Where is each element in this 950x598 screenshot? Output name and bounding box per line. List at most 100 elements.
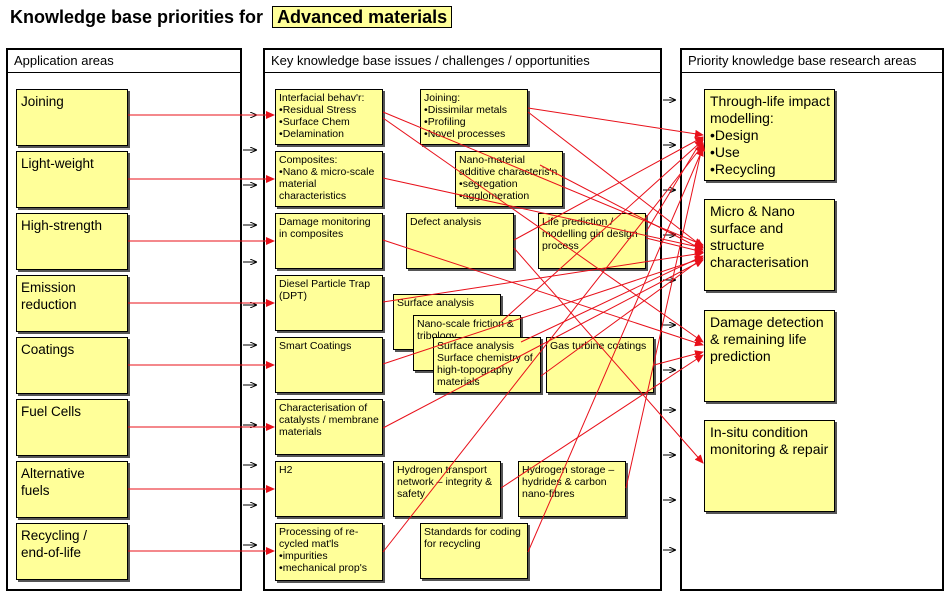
issue-bullet: Novel processes	[424, 128, 524, 140]
issue-bullet: Surface Chem	[279, 116, 379, 128]
application-note-fuel-cells: Fuel Cells	[16, 399, 128, 456]
issue-title: Composites:	[279, 154, 338, 166]
issue-note-joining: Joining: Dissimilar metals Profiling Nov…	[420, 89, 528, 145]
priority-title: Through-life impact	[710, 93, 830, 109]
application-areas-header: Application areas	[8, 50, 240, 73]
priority-line: Damage detection	[710, 314, 824, 330]
issue-note-catalysts: Characterisation of catalysts / membrane…	[275, 399, 383, 455]
issue-note-damage-monitoring: Damage monitoring in composites	[275, 213, 383, 269]
issue-bullet: Nano & micro-scale	[279, 166, 379, 178]
application-label: Light-weight	[21, 156, 94, 171]
issue-line: Defect analysis	[410, 216, 482, 228]
priority-line: prediction	[710, 348, 771, 364]
issue-note-hydrogen-transport: Hydrogen transport network – integrity &…	[393, 461, 501, 517]
issue-line: Surface chemistry of	[437, 352, 533, 364]
issue-bullet: Dissimilar metals	[424, 104, 524, 116]
application-label: Joining	[21, 94, 64, 109]
issue-line: (DPT)	[279, 290, 307, 302]
issue-note-smart-coatings: Smart Coatings	[275, 337, 383, 393]
priority-bullet: Design	[710, 127, 829, 144]
issue-note-standards: Standards for coding for recycling	[420, 523, 528, 579]
issue-line: Gas turbine coatings	[550, 340, 647, 352]
issue-line: Diesel Particle Trap	[279, 278, 371, 290]
issue-note-interfacial-behaviour: Interfacial behav'r: Residual Stress Sur…	[275, 89, 383, 145]
priority-line: & remaining life	[710, 331, 807, 347]
issue-line: Damage monitoring	[279, 216, 371, 228]
issue-title: Joining:	[424, 92, 461, 104]
priority-title: modelling:	[710, 110, 774, 126]
issue-note-processing-recycled: Processing of re- cycled mat'ls impuriti…	[275, 523, 383, 581]
issue-bullet: Profiling	[424, 116, 524, 128]
issue-note-hydrogen-storage: Hydrogen storage – hydrides & carbon nan…	[518, 461, 626, 517]
issue-line: Smart Coatings	[279, 340, 352, 352]
issue-line: process	[542, 240, 579, 252]
issue-bullet: Residual Stress	[279, 104, 379, 116]
title-highlight: Advanced materials	[272, 6, 453, 28]
issue-bullet: segregation	[459, 178, 559, 190]
application-label: Recycling /	[21, 528, 88, 543]
application-label: reduction	[21, 297, 77, 312]
issue-line: materials	[437, 376, 480, 388]
application-label: end-of-life	[21, 545, 82, 560]
issue-line: Surface analysis	[397, 297, 475, 309]
issue-line: hydrides & carbon	[522, 476, 607, 488]
issue-line: Life prediction /	[542, 216, 614, 228]
issue-line: Surface analysis	[437, 340, 515, 352]
issue-note-composites: Composites: Nano & micro-scale material …	[275, 151, 383, 207]
issue-note-diesel-particle-trap: Diesel Particle Trap (DPT)	[275, 275, 383, 331]
issue-line: in composites	[279, 228, 344, 240]
title-prefix: Knowledge base priorities for	[10, 7, 264, 27]
issue-line: materials	[279, 426, 322, 438]
priority-line: Micro & Nano	[710, 203, 795, 219]
issue-line: high-topography	[437, 364, 513, 376]
issue-note-gas-turbine-coatings: Gas turbine coatings	[546, 337, 654, 393]
application-label: fuels	[21, 483, 50, 498]
issue-line: modelling gin design	[542, 228, 638, 240]
application-label: High-strength	[21, 218, 103, 233]
application-note-light-weight: Light-weight	[16, 151, 128, 208]
issue-title: Interfacial behav'r:	[279, 92, 365, 104]
issue-title: Nano-material	[459, 154, 525, 166]
priority-note-damage-detection: Damage detection & remaining life predic…	[704, 310, 835, 402]
application-note-emission-reduction: Emission reduction	[16, 275, 128, 332]
issues-header: Key knowledge base issues / challenges /…	[265, 50, 660, 73]
issue-line: Standards for coding	[424, 526, 521, 538]
issue-line: catalysts / membrane	[279, 414, 379, 426]
priority-line: characterisation	[710, 254, 809, 270]
issue-line: Hydrogen storage –	[522, 464, 615, 476]
issue-note-life-prediction: Life prediction / modelling gin design p…	[538, 213, 646, 269]
application-label: Emission	[21, 280, 76, 295]
issue-bullet: agglomeration	[459, 190, 559, 202]
issue-line: Hydrogen transport	[397, 464, 487, 476]
issue-title: additive characteris'n	[459, 166, 558, 178]
issue-title: cycled mat'ls	[279, 538, 339, 550]
application-note-recycling: Recycling / end-of-life	[16, 523, 128, 580]
priority-areas-header: Priority knowledge base research areas	[682, 50, 942, 73]
issue-bullet: mechanical prop's	[279, 562, 379, 574]
issue-line: H2	[279, 464, 293, 476]
application-note-coatings: Coatings	[16, 337, 128, 394]
issue-line: Nano-scale friction &	[417, 318, 514, 330]
priority-bullet: Recycling	[710, 161, 829, 178]
issue-line: network – integrity &	[397, 476, 493, 488]
issue-title: Processing of re-	[279, 526, 359, 538]
priority-note-micro-nano: Micro & Nano surface and structure chara…	[704, 199, 835, 291]
issue-line: Characterisation of	[279, 402, 368, 414]
issue-note-nano-material: Nano-material additive characteris'n seg…	[455, 151, 563, 207]
application-note-alternative-fuels: Alternative fuels	[16, 461, 128, 518]
issue-line: for recycling	[424, 538, 481, 550]
issue-line: characteristics	[279, 190, 347, 202]
issue-line: nano-fibres	[522, 488, 575, 500]
priority-line: monitoring & repair	[710, 441, 829, 457]
priority-line: structure	[710, 237, 765, 253]
application-label: Alternative	[21, 466, 85, 481]
priority-bullet: Use	[710, 144, 829, 161]
issue-line: material	[279, 178, 317, 190]
priority-line: In-situ condition	[710, 424, 809, 440]
priority-note-through-life: Through-life impact modelling: Design Us…	[704, 89, 835, 181]
application-note-joining: Joining	[16, 89, 128, 146]
application-note-high-strength: High-strength	[16, 213, 128, 270]
issue-bullet: Delamination	[279, 128, 379, 140]
issue-line: safety	[397, 488, 426, 500]
application-label: Fuel Cells	[21, 404, 82, 419]
